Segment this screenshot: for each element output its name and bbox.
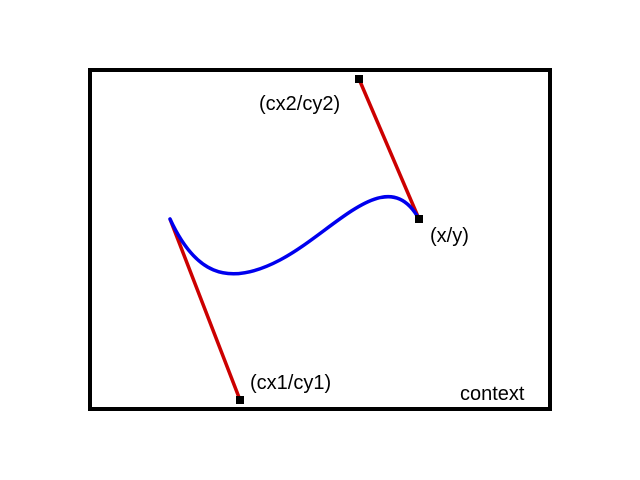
control-point-2-label: (cx2/cy2): [259, 93, 340, 115]
context-frame: [88, 68, 552, 411]
end-point-marker: [415, 215, 423, 223]
control-handle-2: [357, 78, 421, 220]
context-label: context: [460, 383, 525, 405]
control-point-1-marker: [236, 396, 244, 404]
control-point-2-marker: [355, 75, 363, 83]
bezier-curve: [168, 194, 421, 276]
control-point-1-label: (cx1/cy1): [250, 372, 331, 394]
control-handle-1: [168, 218, 242, 401]
end-point-label: (x/y): [430, 225, 469, 247]
